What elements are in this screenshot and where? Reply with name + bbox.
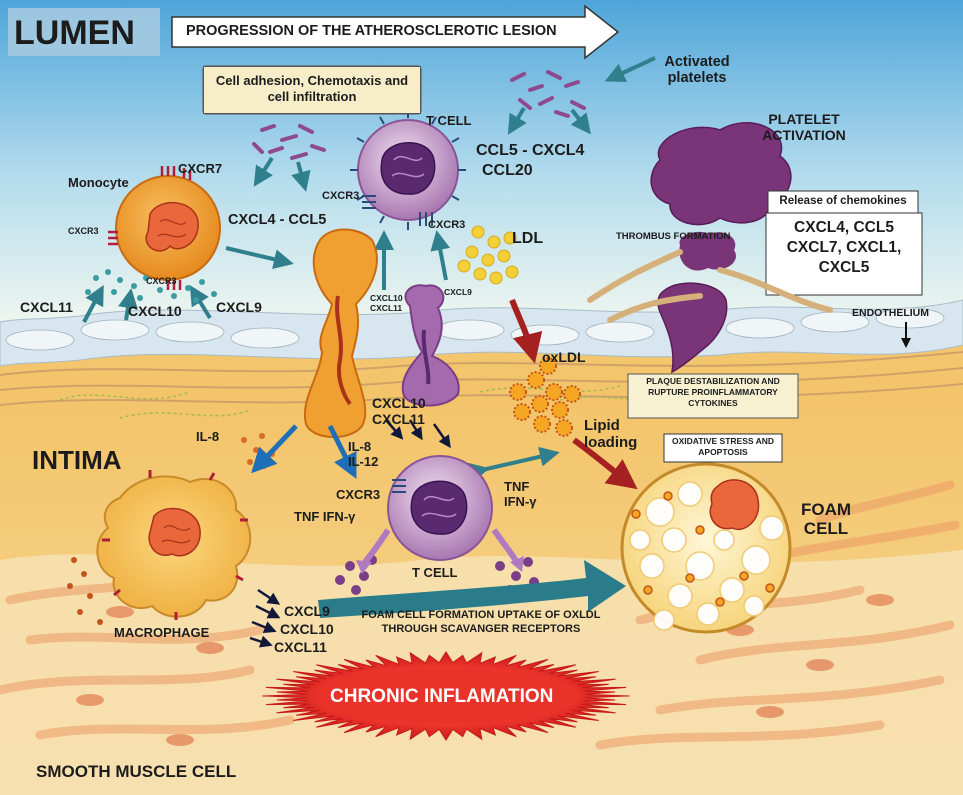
cxcl9-macro-label: CXCL9 (284, 603, 330, 619)
cxcl10-cxcl11-mid-label: CXCL10 CXCL11 (372, 395, 426, 427)
cxcl9-small-label: CXCL9 (444, 287, 472, 297)
t-cell-bottom-label: T CELL (412, 565, 458, 580)
cxcl10-macro-label: CXCL10 (280, 621, 334, 637)
intima-label: INTIMA (32, 445, 122, 475)
platelet-activation-label: PLATELET ACTIVATION (762, 111, 846, 143)
chronic-inflammation-label: CHRONIC INFLAMATION (330, 686, 554, 707)
ldl-label: LDL (512, 230, 544, 247)
cxcl4-ccl5-label: CXCL4 - CCL5 (228, 212, 327, 228)
lumen-label: LUMEN (14, 14, 135, 52)
tnf-ifn-left-label: TNF IFN-γ (294, 509, 356, 524)
cxcl11-left-label: CXCL11 (20, 299, 73, 315)
cxcr3-monocyte-left-label: CXCR3 (68, 226, 99, 236)
tnf-ifn-right-label: TNF IFN-γ (504, 479, 537, 509)
foam-cell-label: FOAM CELL (800, 500, 852, 539)
oxldl-label: oxLDL (542, 349, 586, 365)
cxcl10-left-label: CXCL10 (128, 303, 182, 319)
t-cell-top-label: T CELL (426, 113, 472, 128)
ccl5-cxcl4-label: CCL5 - CXCL4 (476, 142, 585, 159)
cxcl11-macro-label: CXCL11 (274, 639, 327, 655)
chemokines-list: CXCL4, CCL5 CXCL7, CXCL1, CXCL5 (786, 219, 902, 277)
thrombus-formation-label: THROMBUS FORMATION (616, 231, 731, 242)
il8-left-label: IL-8 (196, 429, 220, 444)
activated-platelets-label: Activated platelets (664, 54, 730, 87)
oxidative-stress-label: OXIDATIVE STRESS AND APOPTOSIS (671, 436, 774, 458)
macrophage-label: MACROPHAGE (114, 625, 210, 640)
cxcr3-tcell-right-label: CXCR3 (428, 219, 466, 231)
smooth-muscle-label: SMOOTH MUSCLE CELL (36, 762, 237, 781)
chronic-inflammation-burst (262, 650, 630, 742)
cxcr3-tcell-left-label: CXCR3 (322, 190, 360, 202)
foam-formation-label: FOAM CELL FORMATION UPTAKE OF OXLDL THRO… (361, 609, 601, 636)
cxcr3-monocyte-bottom-label: CXCR3 (146, 276, 177, 286)
cell-adhesion-callout: Cell adhesion, Chemotaxis and cell infil… (203, 66, 421, 114)
cxcr3-mid-label: CXCR3 (336, 487, 381, 502)
cxcl10-cxcl11-small-label: CXCL10 CXCL11 (370, 293, 403, 313)
ccl20-label: CCL20 (482, 162, 533, 179)
cxcr7-label: CXCR7 (178, 161, 223, 176)
progression-label: PROGRESSION OF THE ATHEROSCLEROTIC LESIO… (186, 23, 557, 39)
cxcl9-left-label: CXCL9 (216, 299, 262, 315)
il8-il12-label: IL-8 IL-12 (348, 439, 379, 469)
release-chemokines-label: Release of chemokines (779, 195, 907, 207)
endothelium-label: ENDOTHELIUM (852, 307, 929, 319)
chronic-inflammation-core (313, 668, 579, 724)
plaque-label: PLAQUE DESTABILIZATION AND RUPTURE PROIN… (646, 376, 780, 409)
lipid-loading-label: Lipid loading (584, 417, 638, 451)
monocyte-label: Monocyte (68, 175, 129, 190)
